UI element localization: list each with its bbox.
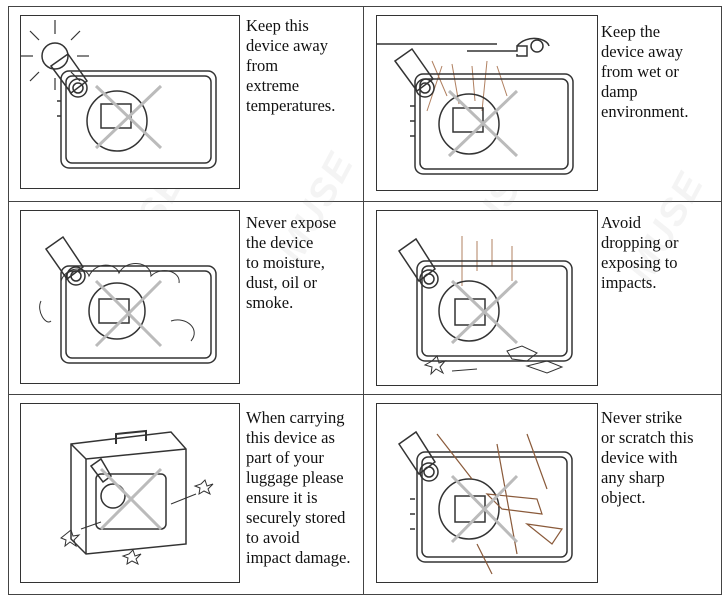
illustration-moisture xyxy=(20,210,240,384)
illustration-temperature xyxy=(20,15,240,189)
grid-line xyxy=(8,394,722,395)
impact-star-icon xyxy=(423,355,447,376)
warning-text-temperature: Keep this device away from extreme tempe… xyxy=(246,16,336,115)
grid-line xyxy=(8,6,722,7)
warning-text-luggage: When carrying this device as part of you… xyxy=(246,408,351,567)
sun-icon xyxy=(41,42,69,70)
illustration-wet xyxy=(376,15,598,191)
grid-line xyxy=(8,594,722,595)
faucet-icon xyxy=(467,45,528,57)
warnings-sheet: MUSE MUSE MUSE MUSE xyxy=(8,6,722,595)
warning-text-moisture: Never expose the device to moisture, dus… xyxy=(246,213,337,312)
suitcase-icon xyxy=(70,431,187,555)
illustration-luggage xyxy=(20,403,240,583)
illustration-sharp xyxy=(376,403,598,583)
grid-line xyxy=(721,6,722,595)
warning-text-wet: Keep the device away from wet or damp en… xyxy=(601,22,689,121)
warning-text-impacts: Avoid dropping or exposing to impacts. xyxy=(601,213,679,292)
grid-line xyxy=(8,6,9,595)
warning-text-sharp: Never strike or scratch this device with… xyxy=(601,408,694,507)
grid-line xyxy=(363,6,364,595)
grid-line xyxy=(8,201,722,202)
sharp-object-icon xyxy=(436,433,564,575)
illustration-impacts xyxy=(376,210,598,386)
